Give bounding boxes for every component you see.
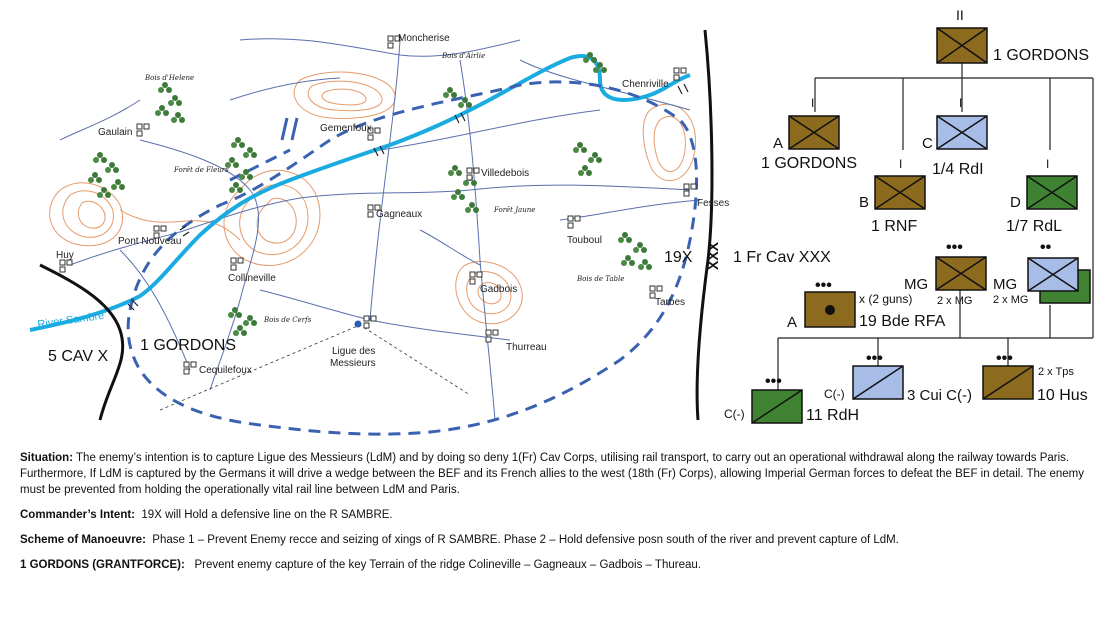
coy-c[interactable]: I C 1/4 RdI xyxy=(922,96,988,178)
hq-unit[interactable]: II 1 GORDONS xyxy=(936,7,1089,64)
artillery-unit[interactable]: ••• A x (2 guns) 19 Bde RFA xyxy=(787,277,946,331)
svg-text:1/4 RdI: 1/4 RdI xyxy=(932,161,984,178)
svg-text:11 RdH: 11 RdH xyxy=(806,407,859,424)
situation-map: Moncherise Chenriville Gaulain Gemenfoux… xyxy=(29,7,1094,436)
mg-unit-1[interactable]: ••• MG 2 x MG xyxy=(904,239,987,307)
svg-text:••: •• xyxy=(1040,239,1052,256)
svg-text:B: B xyxy=(859,194,869,211)
town-label: Touboul xyxy=(567,235,602,246)
bridges xyxy=(127,83,689,311)
cav-unit-10hus[interactable]: ••• 2 x Tps 10 Hus xyxy=(982,350,1088,404)
town-label: Gagneaux xyxy=(376,209,422,220)
wood-label: Bois d'Helene xyxy=(144,74,194,82)
xix-label: 19X xyxy=(664,249,693,266)
svg-text:3 Cui C(-): 3 Cui C(-) xyxy=(907,387,972,404)
svg-text:MG: MG xyxy=(904,276,928,293)
svg-text:2 x MG: 2 x MG xyxy=(937,295,972,307)
town-label: Thurreau xyxy=(506,342,547,353)
woods xyxy=(88,52,652,336)
town-label: Ligue des xyxy=(332,346,375,357)
river-label: River Sambre xyxy=(37,310,105,331)
svg-text:C: C xyxy=(922,135,933,152)
svg-text:2 x Tps: 2 x Tps xyxy=(1038,366,1074,378)
scheme-paragraph: Scheme of Manoeuvre: Phase 1 – Prevent E… xyxy=(20,534,899,546)
orders-text: Situation: The enemy’s intention is to c… xyxy=(20,450,1095,582)
svg-text:I: I xyxy=(899,157,902,171)
svg-text:x (2 guns): x (2 guns) xyxy=(859,292,912,306)
svg-text:•••: ••• xyxy=(946,239,963,256)
svg-text:1 RNF: 1 RNF xyxy=(871,218,917,235)
town-label: Gaulain xyxy=(98,127,132,138)
roads xyxy=(59,38,701,421)
cav-unit-11rdh[interactable]: ••• C(-) C(-) 11 RdH xyxy=(724,373,859,424)
wood-label: Bois de Cerfs xyxy=(263,316,312,324)
town-label: Gadbois xyxy=(480,284,517,295)
wood-label: Forêt de Fleurs xyxy=(173,166,229,174)
town-label: Cequilefoux xyxy=(199,365,252,376)
svg-text:C(-): C(-) xyxy=(724,407,745,421)
cav5-label: 5 CAV X xyxy=(48,348,109,365)
town-label: Huy xyxy=(56,250,74,261)
town-label: Messieurs xyxy=(330,358,376,369)
town-label: Collineville xyxy=(228,273,276,284)
coy-b[interactable]: I B 1 RNF xyxy=(859,157,926,235)
defensive-line xyxy=(126,80,699,436)
town-label: Tarbes xyxy=(655,297,685,308)
svg-text:•••: ••• xyxy=(815,277,832,294)
town-label: Villedebois xyxy=(481,168,529,179)
wood-labels: Bois d'Airlie Bois d'Helene Forêt de Fle… xyxy=(144,52,624,324)
svg-text:1 GORDONS: 1 GORDONS xyxy=(993,47,1089,64)
gordons-paragraph: 1 GORDONS (GRANTFORCE): Prevent enemy ca… xyxy=(20,559,701,571)
intent-paragraph: Commander’s Intent: 19X will Hold a defe… xyxy=(20,509,393,521)
svg-text:I: I xyxy=(1046,157,1049,171)
town-label: Moncherise xyxy=(398,33,450,44)
svg-text:D: D xyxy=(1010,194,1021,211)
svg-text:II: II xyxy=(956,7,964,23)
defensive-line-bar xyxy=(280,117,299,141)
gordons-map-label: 1 GORDONS xyxy=(140,337,236,354)
river-sambre xyxy=(29,54,691,332)
corps-boundary-west xyxy=(39,263,125,421)
town-label: Gemenfoux xyxy=(320,123,372,134)
svg-text:1 GORDONS: 1 GORDONS xyxy=(761,155,857,172)
cav-unit-3cui[interactable]: ••• 3 Cui C(-) xyxy=(852,350,972,404)
coy-d[interactable]: I D 1/7 RdL xyxy=(1006,157,1078,235)
mg-unit-2[interactable]: •• MG 2 x MG xyxy=(993,239,1091,306)
svg-text:•••: ••• xyxy=(996,350,1013,367)
xxx-label: XXX xyxy=(705,241,721,270)
ligue-des-messieurs-marker xyxy=(354,320,362,328)
town-label: Chenriville xyxy=(622,79,669,90)
corps-boundary-east xyxy=(695,29,714,421)
town-label: Fesses xyxy=(697,198,729,209)
wood-label: Bois d'Airlie xyxy=(441,52,485,60)
wood-label: Forêt Jaune xyxy=(493,206,535,214)
fr-cav-label: 1 Fr Cav XXX xyxy=(733,249,831,266)
situation-paragraph: Situation: The enemy’s intention is to c… xyxy=(20,452,1085,496)
svg-text:10 Hus: 10 Hus xyxy=(1037,387,1088,404)
svg-text:19 Bde RFA: 19 Bde RFA xyxy=(859,313,946,330)
svg-text:MG: MG xyxy=(993,276,1017,293)
svg-text:A: A xyxy=(773,135,783,152)
wood-label: Bois de Table xyxy=(576,275,624,283)
orbat-lines xyxy=(777,63,1094,390)
svg-text:I: I xyxy=(959,96,962,110)
town-labels: Moncherise Chenriville Gaulain Gemenfoux… xyxy=(56,33,729,376)
svg-text:•••: ••• xyxy=(866,350,883,367)
coy-a[interactable]: I A 1 GORDONS xyxy=(761,96,857,172)
svg-text:•••: ••• xyxy=(765,373,782,390)
svg-text:A: A xyxy=(787,314,797,331)
svg-text:C(-): C(-) xyxy=(824,387,845,401)
svg-text:2 x MG: 2 x MG xyxy=(993,294,1028,306)
town-label: Pont Nouveau xyxy=(118,236,181,247)
svg-text:1/7 RdL: 1/7 RdL xyxy=(1006,218,1062,235)
svg-text:I: I xyxy=(811,96,814,110)
